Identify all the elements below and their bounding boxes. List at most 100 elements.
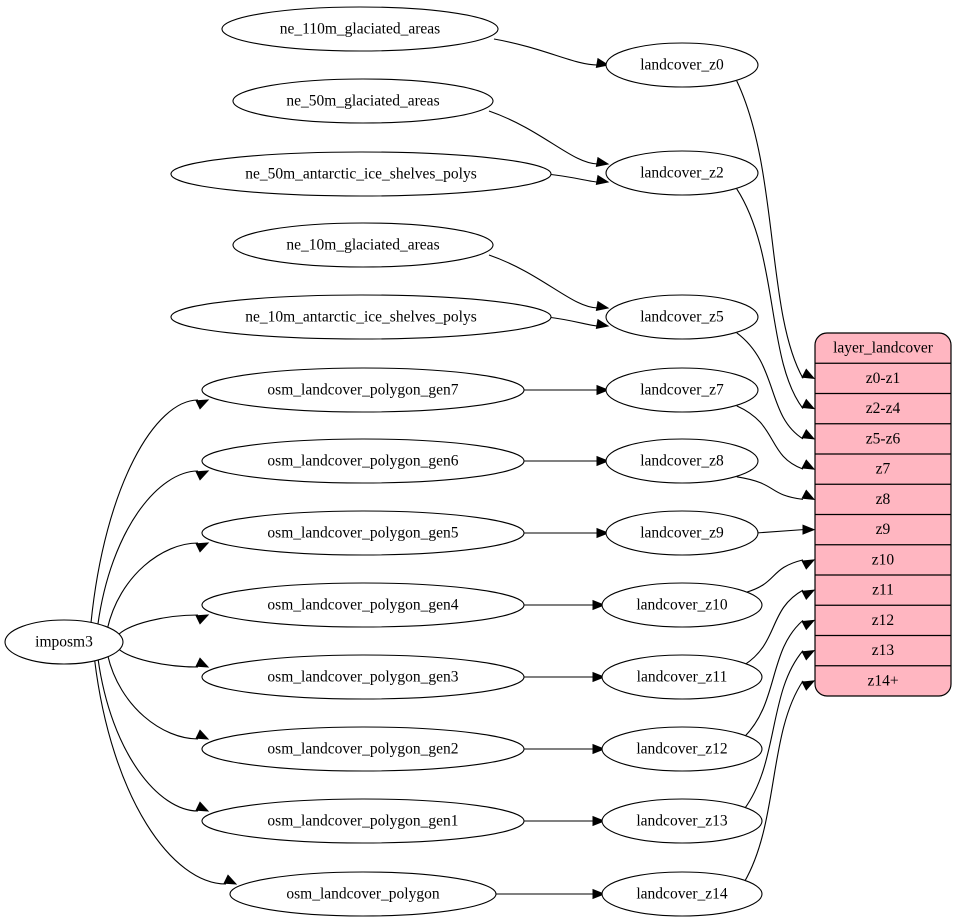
record-row-z9[interactable]: z9 bbox=[815, 515, 951, 545]
record-header-label: layer_landcover bbox=[833, 340, 934, 357]
record-row-label-z12: z12 bbox=[872, 612, 894, 629]
node-osm_landcover_polygon[interactable]: osm_landcover_polygon bbox=[229, 871, 497, 917]
edge-landcover_z5-to-record-row-2 bbox=[736, 332, 816, 440]
node-shape-osm_landcover_polygon_gen2 bbox=[201, 726, 525, 772]
node-label-landcover_z2: landcover_z2 bbox=[640, 165, 724, 182]
node-label-osm_landcover_polygon_gen1: osm_landcover_polygon_gen1 bbox=[267, 813, 458, 830]
record-node-layer-landcover[interactable]: layer_landcoverz0-z1z2-z4z5-z6z7z8z9z10z… bbox=[814, 332, 952, 697]
edge-landcover_z7-to-record-row-3 bbox=[736, 405, 816, 470]
edge-imposm3-to-osm_landcover_polygon_gen3 bbox=[116, 646, 210, 668]
node-label-osm_landcover_polygon_gen7: osm_landcover_polygon_gen7 bbox=[267, 382, 458, 399]
record-row-z0-z1[interactable]: z0-z1 bbox=[815, 363, 951, 393]
record-row-label-z0-z1: z0-z1 bbox=[866, 370, 900, 387]
node-shape-osm_landcover_polygon_gen6 bbox=[201, 438, 525, 484]
edge-imposm3-to-osm_landcover_polygon bbox=[94, 659, 238, 885]
node-ne_10m_antarctic_ice_shelves_polys[interactable]: ne_10m_antarctic_ice_shelves_polys bbox=[170, 294, 552, 340]
node-osm_landcover_polygon_gen5[interactable]: osm_landcover_polygon_gen5 bbox=[201, 510, 525, 556]
node-osm_landcover_polygon_gen7[interactable]: osm_landcover_polygon_gen7 bbox=[201, 367, 525, 413]
edge-imposm3-to-osm_landcover_polygon_gen6 bbox=[97, 470, 210, 626]
edge-landcover_z8-to-record-row-4 bbox=[736, 476, 816, 500]
edge-imposm3-to-osm_landcover_polygon_gen2 bbox=[107, 654, 210, 740]
edge-ne_50m_glaciated_areas-to-landcover_z2 bbox=[488, 110, 610, 167]
node-landcover_z2[interactable]: landcover_z2 bbox=[605, 150, 759, 196]
node-landcover_z0[interactable]: landcover_z0 bbox=[605, 42, 759, 88]
edge-landcover_z10-to-record-row-6 bbox=[744, 559, 816, 594]
node-shape-landcover_z8 bbox=[605, 438, 759, 484]
record-row-z12[interactable]: z12 bbox=[815, 605, 951, 635]
edge-osm_landcover_polygon_gen1-to-landcover_z13 bbox=[522, 815, 606, 827]
node-shape-osm_landcover_polygon_gen5 bbox=[201, 510, 525, 556]
node-osm_landcover_polygon_gen3[interactable]: osm_landcover_polygon_gen3 bbox=[201, 654, 525, 700]
record-row-z14+[interactable]: z14+ bbox=[815, 666, 951, 696]
node-landcover_z9[interactable]: landcover_z9 bbox=[605, 510, 759, 556]
node-label-landcover_z11: landcover_z11 bbox=[637, 669, 728, 686]
record-row-z7[interactable]: z7 bbox=[815, 454, 951, 484]
node-label-landcover_z7: landcover_z7 bbox=[640, 382, 724, 399]
node-shape-landcover_z14 bbox=[601, 871, 763, 917]
record-row-label-z9: z9 bbox=[876, 521, 891, 538]
node-osm_landcover_polygon_gen4[interactable]: osm_landcover_polygon_gen4 bbox=[201, 582, 525, 628]
edge-landcover_z2-to-record-row-1 bbox=[736, 188, 816, 410]
node-ne_50m_glaciated_areas[interactable]: ne_50m_glaciated_areas bbox=[232, 78, 494, 124]
record-row-label-z7: z7 bbox=[876, 461, 891, 478]
edge-landcover_z11-to-record-row-7 bbox=[744, 589, 816, 666]
edge-imposm3-to-osm_landcover_polygon_gen1 bbox=[97, 658, 210, 812]
node-shape-ne_50m_glaciated_areas bbox=[232, 78, 494, 124]
node-label-ne_50m_glaciated_areas: ne_50m_glaciated_areas bbox=[286, 93, 439, 110]
edge-osm_landcover_polygon_gen3-to-landcover_z11 bbox=[522, 671, 606, 683]
node-label-landcover_z12: landcover_z12 bbox=[636, 741, 727, 758]
node-shape-landcover_z7 bbox=[605, 367, 759, 413]
node-shape-landcover_z11 bbox=[601, 654, 763, 700]
record-row-label-z5-z6: z5-z6 bbox=[866, 430, 901, 447]
edge-ne_110m_glaciated_areas-to-landcover_z0 bbox=[493, 38, 610, 68]
node-shape-landcover_z12 bbox=[601, 726, 763, 772]
node-landcover_z14[interactable]: landcover_z14 bbox=[601, 871, 763, 917]
node-landcover_z10[interactable]: landcover_z10 bbox=[601, 582, 763, 628]
node-landcover_z13[interactable]: landcover_z13 bbox=[601, 798, 763, 844]
node-shape-imposm3 bbox=[4, 619, 124, 665]
node-landcover_z11[interactable]: landcover_z11 bbox=[601, 654, 763, 700]
edge-osm_landcover_polygon_gen4-to-landcover_z10 bbox=[522, 599, 606, 611]
node-imposm3[interactable]: imposm3 bbox=[4, 619, 124, 665]
node-osm_landcover_polygon_gen2[interactable]: osm_landcover_polygon_gen2 bbox=[201, 726, 525, 772]
node-landcover_z7[interactable]: landcover_z7 bbox=[605, 367, 759, 413]
edge-landcover_z0-to-record-row-0 bbox=[736, 80, 816, 379]
edges-layer bbox=[90, 38, 816, 900]
node-landcover_z8[interactable]: landcover_z8 bbox=[605, 438, 759, 484]
node-label-ne_50m_antarctic_ice_shelves_polys: ne_50m_antarctic_ice_shelves_polys bbox=[245, 166, 477, 183]
node-shape-landcover_z0 bbox=[605, 42, 759, 88]
node-label-landcover_z5: landcover_z5 bbox=[640, 309, 724, 326]
record-row-z10[interactable]: z10 bbox=[815, 545, 951, 575]
node-shape-landcover_z2 bbox=[605, 150, 759, 196]
record-row-z5-z6[interactable]: z5-z6 bbox=[815, 424, 951, 454]
node-osm_landcover_polygon_gen1[interactable]: osm_landcover_polygon_gen1 bbox=[201, 798, 525, 844]
node-osm_landcover_polygon_gen6[interactable]: osm_landcover_polygon_gen6 bbox=[201, 438, 525, 484]
node-ne_50m_antarctic_ice_shelves_polys[interactable]: ne_50m_antarctic_ice_shelves_polys bbox=[170, 151, 552, 197]
node-shape-osm_landcover_polygon_gen1 bbox=[201, 798, 525, 844]
record-row-z13[interactable]: z13 bbox=[815, 636, 951, 666]
edge-osm_landcover_polygon-to-landcover_z14 bbox=[494, 888, 606, 900]
nodes-layer: imposm3 ne_110m_glaciated_areas ne_50m_gla… bbox=[4, 6, 763, 917]
node-label-landcover_z10: landcover_z10 bbox=[636, 597, 727, 614]
record-row-z11[interactable]: z11 bbox=[815, 575, 951, 605]
node-label-landcover_z0: landcover_z0 bbox=[640, 57, 724, 74]
node-ne_110m_glaciated_areas[interactable]: ne_110m_glaciated_areas bbox=[221, 6, 499, 52]
node-label-ne_10m_antarctic_ice_shelves_polys: ne_10m_antarctic_ice_shelves_polys bbox=[245, 309, 477, 326]
node-shape-osm_landcover_polygon_gen7 bbox=[201, 367, 525, 413]
edge-imposm3-to-osm_landcover_polygon_gen7 bbox=[90, 399, 210, 624]
node-label-ne_10m_glaciated_areas: ne_10m_glaciated_areas bbox=[286, 237, 439, 254]
node-label-landcover_z14: landcover_z14 bbox=[636, 886, 727, 903]
record-row-z8[interactable]: z8 bbox=[815, 484, 951, 514]
node-landcover_z5[interactable]: landcover_z5 bbox=[605, 294, 759, 340]
edge-landcover_z14-to-record-row-10 bbox=[743, 680, 816, 883]
node-label-osm_landcover_polygon_gen4: osm_landcover_polygon_gen4 bbox=[267, 597, 458, 614]
node-ne_10m_glaciated_areas[interactable]: ne_10m_glaciated_areas bbox=[232, 222, 494, 268]
record-row-label-z2-z4: z2-z4 bbox=[866, 400, 901, 417]
record-row-z2-z4[interactable]: z2-z4 bbox=[815, 394, 951, 424]
record-row-label-z14+: z14+ bbox=[867, 672, 898, 689]
node-landcover_z12[interactable]: landcover_z12 bbox=[601, 726, 763, 772]
node-label-osm_landcover_polygon_gen2: osm_landcover_polygon_gen2 bbox=[267, 741, 458, 758]
node-shape-osm_landcover_polygon_gen4 bbox=[201, 582, 525, 628]
node-label-landcover_z9: landcover_z9 bbox=[640, 525, 724, 542]
